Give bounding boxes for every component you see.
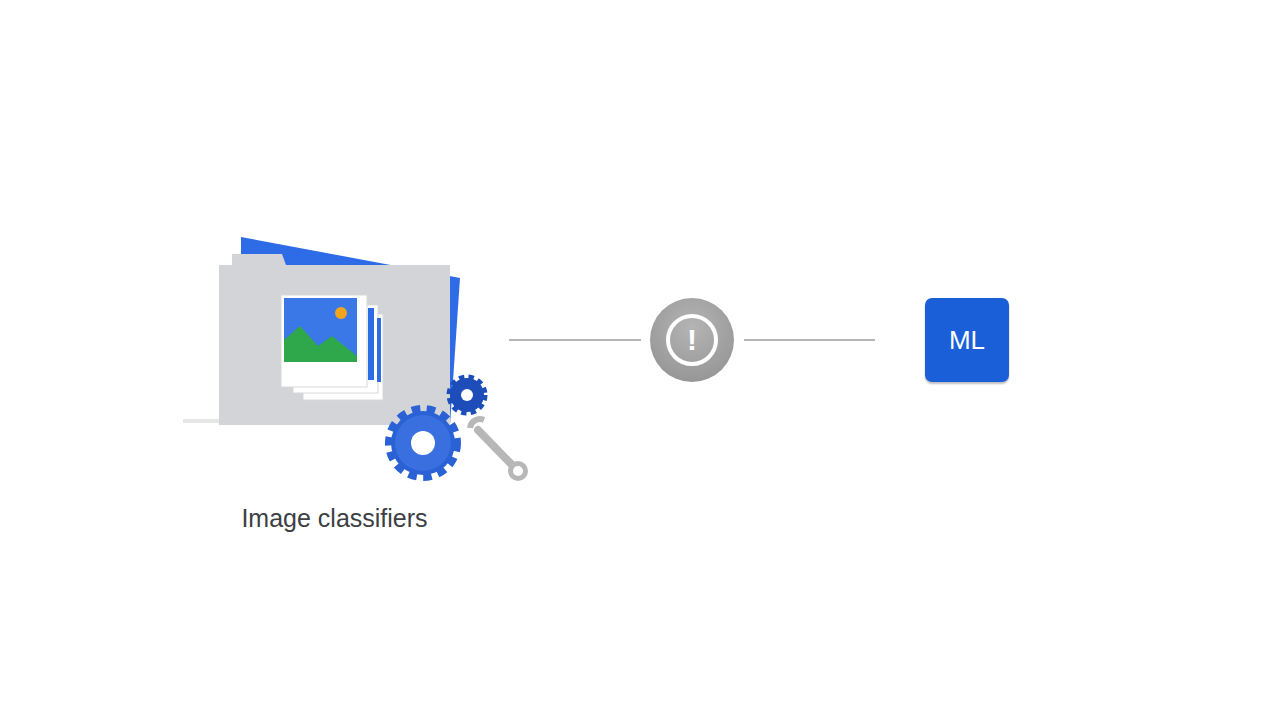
ml-box: ML xyxy=(925,298,1009,382)
alert-circle: ! xyxy=(650,298,734,382)
node-label: Image classifiers xyxy=(241,504,427,533)
node-label: ! xyxy=(687,325,697,355)
gear-icons xyxy=(391,378,528,481)
image-folder: Image classifiers xyxy=(219,237,450,537)
node-label: ML xyxy=(949,325,985,356)
folder-front xyxy=(219,254,450,425)
photo-stack xyxy=(281,295,383,400)
connector-line xyxy=(744,339,875,341)
connector-line xyxy=(509,339,641,341)
shadow-line xyxy=(183,419,222,423)
